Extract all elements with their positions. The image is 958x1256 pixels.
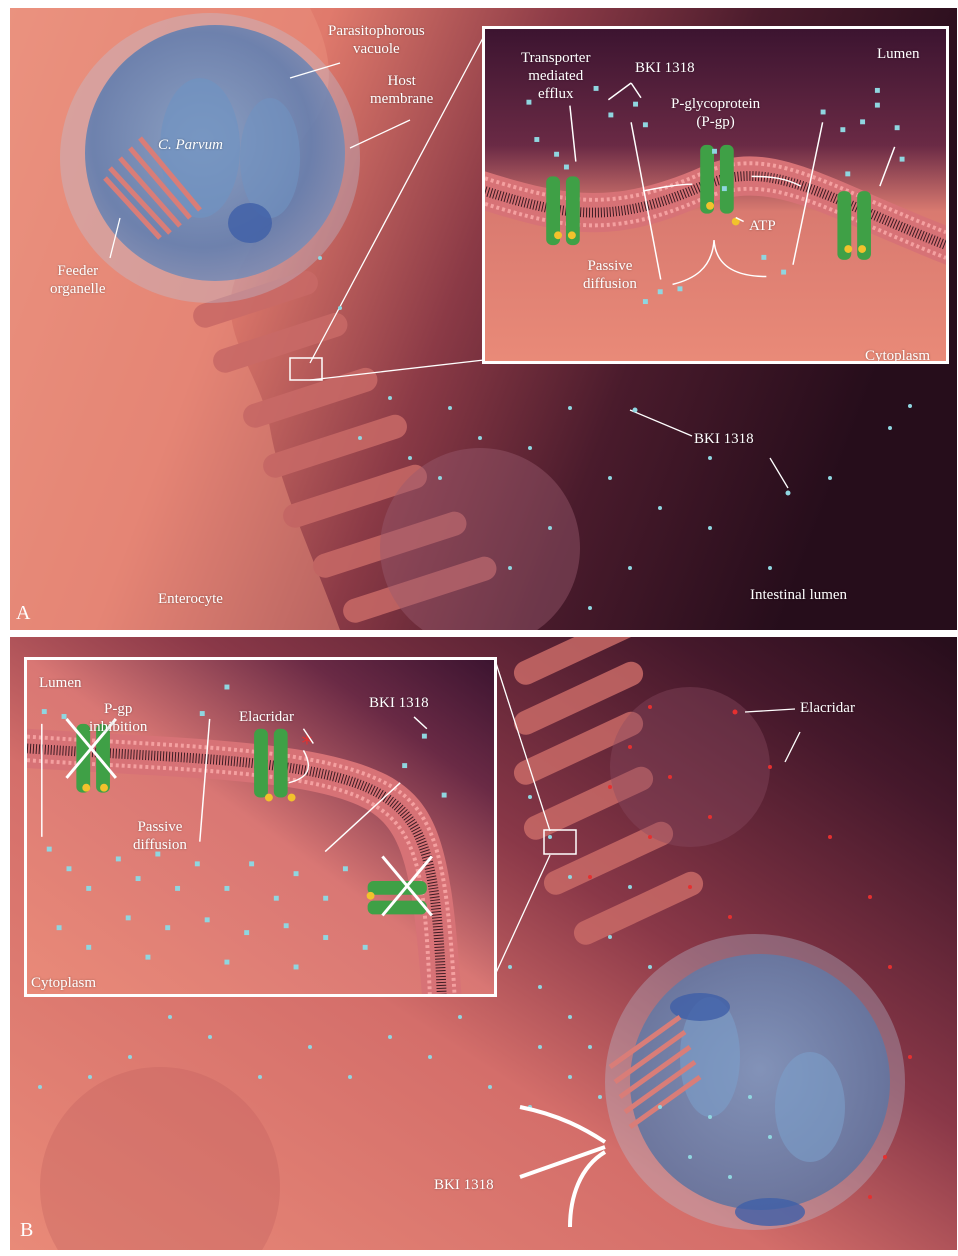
label-parasitophorous-vacuole: Parasitophorous vacuole xyxy=(328,22,425,58)
inset-a-label-cytoplasm: Cytoplasm xyxy=(865,347,930,364)
inset-b-label-elacridar: Elacridar xyxy=(239,708,294,726)
label-feeder-organelle: Feeder organelle xyxy=(50,262,106,298)
label-intestinal-lumen: Intestinal lumen xyxy=(750,586,847,604)
parasite-b xyxy=(605,934,905,1230)
panel-b: Elacridar BKI 1318 B xyxy=(10,637,957,1250)
inset-a-label-pgp: P-glycoprotein (P-gp) xyxy=(671,95,760,131)
inset-a-label-lumen: Lumen xyxy=(877,45,920,63)
inset-a: Lumen Cytoplasm Transporter mediated eff… xyxy=(482,26,949,364)
inset-b-label-cytoplasm: Cytoplasm xyxy=(31,974,96,992)
inset-b-label-bki-1318: BKI 1318 xyxy=(369,694,429,712)
panel-a: Parasitophorous vacuole Host membrane C.… xyxy=(10,8,957,630)
inset-b: * L xyxy=(24,657,497,997)
panel-letter-a: A xyxy=(16,602,30,625)
label-c-parvum: C. Parvum xyxy=(158,136,223,154)
inset-b-label-passive-diffusion: Passive diffusion xyxy=(133,818,187,854)
label-elacridar: Elacridar xyxy=(800,699,855,717)
inset-a-label-bki-1318: BKI 1318 xyxy=(635,59,695,77)
label-bki-1318-b: BKI 1318 xyxy=(434,1176,494,1194)
parasite xyxy=(60,13,360,303)
inset-a-label-transporter-efflux: Transporter mediated efflux xyxy=(521,49,590,103)
inset-b-label-lumen: Lumen xyxy=(39,674,82,692)
inset-a-label-atp: ATP xyxy=(749,217,776,235)
inset-b-label-pgp-inhibition: P-gp inhibition xyxy=(89,700,147,736)
label-enterocyte: Enterocyte xyxy=(158,590,223,608)
label-host-membrane: Host membrane xyxy=(370,72,433,108)
inset-a-label-passive-diffusion: Passive diffusion xyxy=(583,257,637,293)
panel-letter-b: B xyxy=(20,1219,33,1242)
label-bki-1318-lumen: BKI 1318 xyxy=(694,430,754,448)
